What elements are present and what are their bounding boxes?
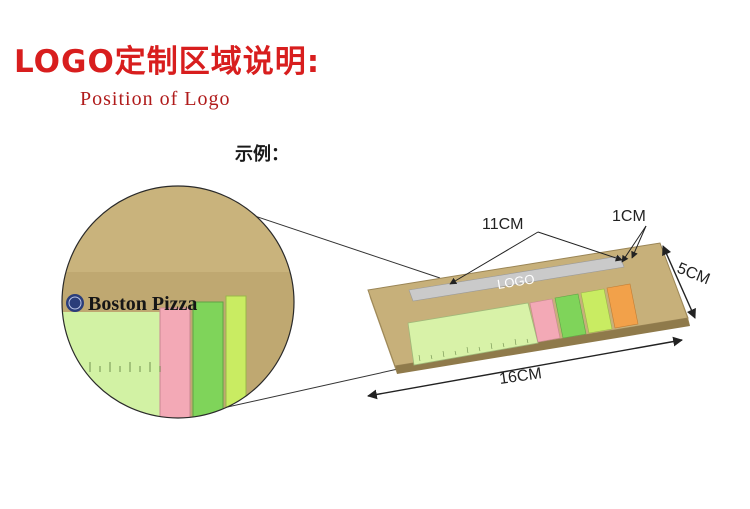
logo-area [408,255,625,302]
dimension-1cm: 1CM [612,208,647,263]
brand-text: Boston Pizza [88,293,197,315]
page-title: LOGO定制区域说明: [14,44,321,80]
dimension-16cm: 16CM [367,336,683,400]
dim-logo-height-label: 1CM [612,208,646,225]
flag-lime [580,288,613,334]
dim-width-label: 16CM [498,365,543,388]
magnified-flag-green [192,301,224,418]
product-board: LOGO [367,242,690,374]
dimension-11cm: 11CM [449,216,623,285]
magnifier: Boston Pizza [61,185,295,419]
magnified-flag-pink [159,307,191,418]
flag-green [554,293,587,339]
page-subtitle: Position of Logo [80,88,231,110]
flag-orange [606,283,639,329]
example-label: 示例： [235,144,289,165]
logo-area-label: LOGO [496,271,535,292]
magnified-ruler [62,312,170,418]
dim-logo-length-label: 11CM [482,216,524,233]
